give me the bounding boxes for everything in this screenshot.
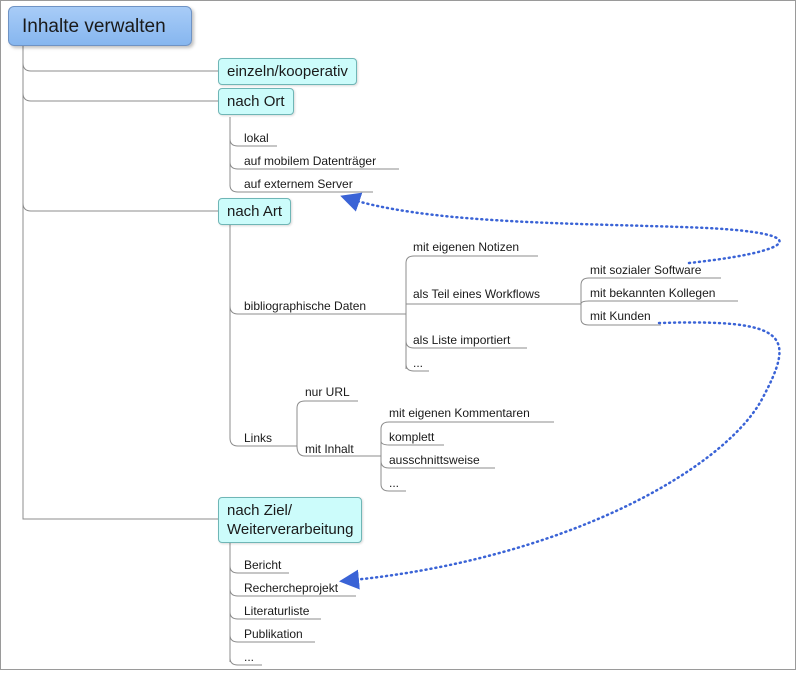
biblio-item-liste[interactable]: als Liste importiert — [413, 333, 511, 347]
ziel-item-literatur[interactable]: Literaturliste — [244, 604, 310, 618]
ort-item-server[interactable]: auf externem Server — [244, 177, 353, 191]
ziel-leaf5-line — [229, 657, 262, 666]
inhalt-up-line — [380, 421, 554, 456]
links-item-url[interactable]: nur URL — [305, 385, 350, 399]
biblio-item-notizen[interactable]: mit eigenen Notizen — [413, 240, 520, 254]
inhalt-item-kommentare[interactable]: mit eigenen Kommentaren — [389, 406, 530, 420]
branch-ort-line — [22, 92, 219, 102]
workflow-kollegen-line — [580, 300, 738, 305]
ziel-item-publikation[interactable]: Publikation — [244, 627, 303, 641]
art-biblio[interactable]: bibliographische Daten — [244, 299, 367, 313]
ziel-leaf3-line — [229, 611, 321, 620]
art-biblio-line — [229, 305, 406, 315]
links-inhalt-line — [296, 445, 381, 457]
ziel-item-recherche[interactable]: Rechercheprojekt — [244, 581, 339, 595]
category-einzeln[interactable]: einzeln/kooperativ — [218, 58, 357, 85]
ort-leaf1-line — [229, 138, 277, 147]
inhalt-aus-line — [380, 460, 495, 469]
inhalt-dots-line — [380, 483, 406, 492]
ziel-leaf4-line — [229, 634, 315, 643]
art-links[interactable]: Links — [244, 431, 273, 445]
biblio-dots-line — [405, 363, 429, 372]
inhalt-komplett-line — [380, 440, 444, 446]
ziel-leaf1-line — [229, 565, 289, 574]
links-up-line — [296, 400, 358, 446]
root-node[interactable]: Inhalte verwalten — [8, 6, 192, 46]
branch-einzeln-line — [22, 62, 219, 72]
biblio-liste-line — [405, 340, 527, 349]
biblio-up-line — [405, 255, 538, 314]
biblio-item-workflow[interactable]: als Teil eines Workflows — [413, 287, 540, 301]
inhalt-item-more[interactable]: ... — [389, 476, 400, 490]
category-ort[interactable]: nach Ort — [218, 88, 294, 115]
art-trunk-line — [229, 225, 297, 447]
workflow-item-kunden[interactable]: mit Kunden — [590, 309, 651, 323]
ziel-item-bericht[interactable]: Bericht — [244, 558, 282, 572]
links-item-inhalt[interactable]: mit Inhalt — [305, 442, 354, 456]
ort-leaf2-line — [229, 161, 399, 170]
relation-arrow-server — [340, 192, 781, 265]
root-trunk-line — [22, 46, 219, 520]
inhalt-item-komplett[interactable]: komplett — [389, 430, 435, 444]
ziel-item-more[interactable]: ... — [244, 650, 255, 664]
ziel-leaf2-line — [229, 588, 356, 597]
inhalt-item-ausschnitt[interactable]: ausschnittsweise — [389, 453, 480, 467]
biblio-item-more[interactable]: ... — [413, 356, 424, 370]
category-art[interactable]: nach Art — [218, 198, 292, 225]
workflow-item-sozial[interactable]: mit sozialer Software — [590, 263, 702, 277]
branch-art-line — [22, 202, 219, 212]
workflow-up-line — [580, 277, 721, 304]
relation-arrow-projekt — [339, 321, 781, 590]
workflow-item-kollegen[interactable]: mit bekannten Kollegen — [590, 286, 716, 300]
workflow-kunden-line — [580, 318, 661, 326]
ort-leaf3-line — [229, 184, 373, 193]
category-ziel[interactable]: nach Ziel/ Weiterverarbeitung — [218, 497, 363, 543]
ort-item-lokal[interactable]: lokal — [244, 131, 269, 145]
ort-item-mobil[interactable]: auf mobilem Datenträger — [244, 154, 377, 168]
